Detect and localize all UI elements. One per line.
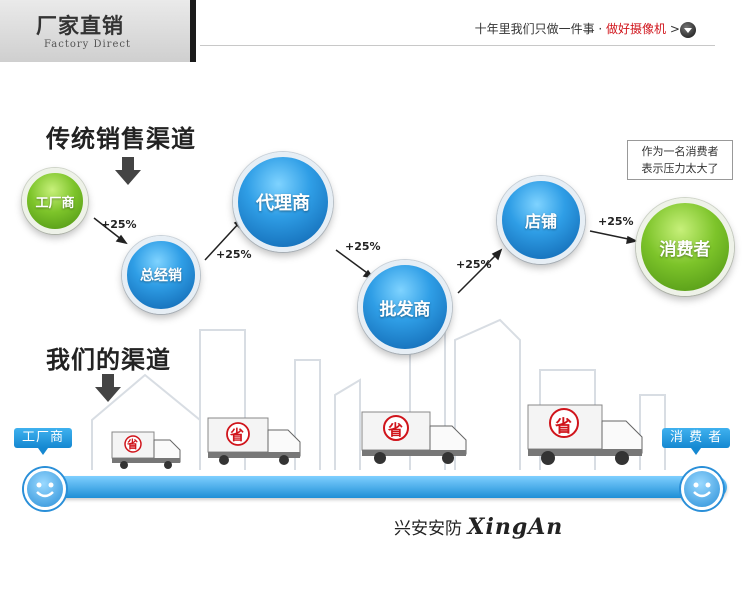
node-factory-label: 工厂商: [35, 195, 75, 211]
header-subtitle: Factory Direct: [44, 39, 132, 50]
node-consumer-label: 消费者: [659, 239, 711, 260]
truck-1: [111, 431, 181, 469]
smiley-start-icon: [24, 468, 66, 510]
start-label-factory: 工厂商: [14, 428, 73, 455]
markup-1: +25%: [101, 218, 137, 231]
end-label-consumer: 消 费 者: [662, 428, 731, 455]
trucks: [111, 404, 643, 469]
slogan-main: 十年里我们只做一件事 ·: [474, 22, 607, 36]
bubble-line-1: 作为一名消费者: [641, 145, 719, 158]
truck-3: [361, 411, 467, 464]
our-channel-title: 我们的渠道: [46, 346, 171, 374]
chevron-down-icon[interactable]: [680, 22, 696, 38]
node-store: 店铺: [497, 176, 585, 264]
node-wholesale-label: 批发商: [379, 299, 431, 320]
brand-en: XingAn: [467, 514, 564, 540]
header-rule: [200, 13, 715, 46]
brand-cn: 兴安安防: [394, 519, 462, 539]
traditional-channel-title: 传统销售渠道: [46, 125, 196, 153]
header-title: 厂家直销: [36, 14, 124, 38]
arrow-down-icon: [115, 157, 141, 185]
truck-badge-2: 省: [230, 428, 244, 444]
arrow-down-icon: [95, 374, 121, 402]
slogan-highlight: 做好摄像机: [606, 22, 667, 36]
brand-signature: 兴安安防 XingAn: [394, 514, 563, 540]
smiley-end-icon: [681, 468, 723, 510]
node-agent-label: 代理商: [256, 193, 310, 214]
truck-badge-3: 省: [388, 421, 404, 439]
node-consumer: 消费者: [636, 198, 734, 296]
markup-2: +25%: [216, 248, 252, 261]
node-general-distributor: 总经销: [122, 236, 200, 314]
header-title-block: 厂家直销 Factory Direct: [0, 0, 196, 62]
truck-badge-1: 省: [127, 438, 138, 451]
markup-3: +25%: [345, 240, 381, 253]
node-agent: 代理商: [233, 152, 333, 252]
truck-badge-4: 省: [555, 417, 572, 437]
truck-2: [207, 417, 301, 465]
direct-channel-road: [27, 476, 727, 498]
bubble-line-2: 表示压力太大了: [641, 162, 719, 175]
node-store-label: 店铺: [524, 212, 557, 231]
node-general-label: 总经销: [140, 268, 182, 284]
markup-5: +25%: [598, 215, 634, 228]
truck-4: [527, 404, 643, 465]
node-wholesaler: 批发商: [358, 260, 452, 354]
consumer-speech-bubble: 作为一名消费者 表示压力太大了: [627, 140, 733, 180]
markup-4: +25%: [456, 258, 492, 271]
header-bar: 厂家直销 Factory Direct 十年里我们只做一件事 · 做好摄像机 >…: [0, 0, 750, 62]
node-factory: 工厂商: [22, 168, 88, 234]
